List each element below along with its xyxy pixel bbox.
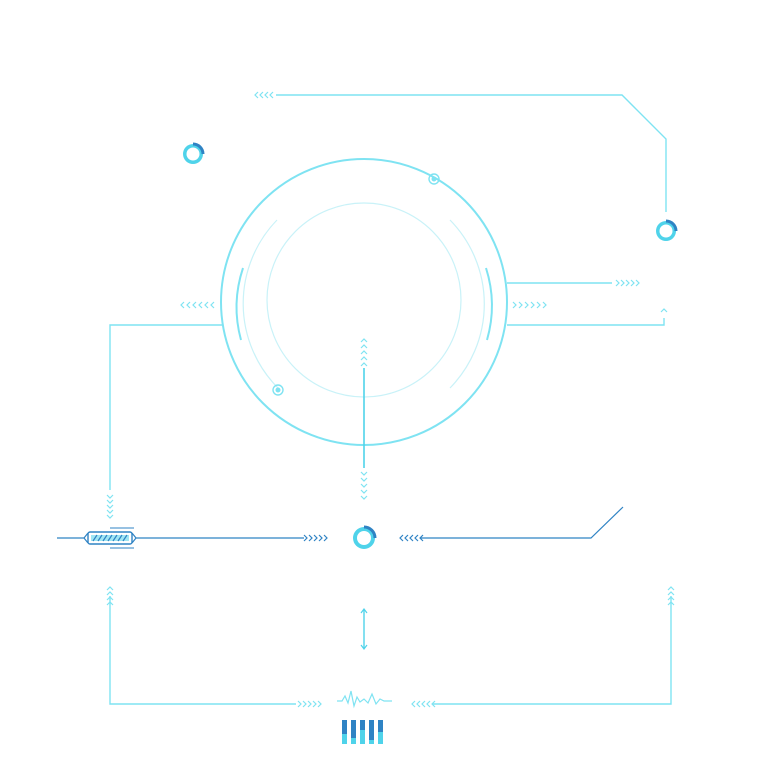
chevron-arrows-icon: [106, 494, 114, 519]
chevron-arrows-icon: [512, 301, 547, 309]
lower-double-arrow: [360, 608, 368, 650]
chevron-arrows-icon: [667, 586, 675, 606]
chevron-arrows-icon: [411, 700, 436, 708]
ring-node-icon: [353, 525, 377, 549]
gauge-bracket-right: [485, 267, 493, 341]
gauge-inner-disc: [266, 202, 462, 398]
left-branch-line: [106, 301, 222, 519]
bar-meter-icon: [342, 720, 383, 744]
chevron-arrows-icon: [106, 586, 114, 606]
center-stem: [360, 338, 368, 500]
chevron-arrows-icon: [297, 700, 322, 708]
chevron-arrows-icon: [399, 534, 424, 542]
chevron-arrows-icon: [615, 279, 640, 287]
ring-node-icon: [656, 219, 678, 241]
battery-connector-icon: [83, 527, 137, 549]
chevron-arrows-icon: [180, 301, 215, 309]
left-bus-line: [57, 534, 328, 542]
waveform-icon: [337, 690, 392, 709]
gauge-dot-top: [428, 173, 440, 185]
gauge-middle-arc-left: [242, 219, 279, 389]
gauge-dot-bottom: [272, 384, 284, 396]
chevron-arrows-icon: [660, 308, 668, 313]
chevron-arrows-icon: [360, 471, 368, 500]
top-loop-line: [254, 91, 667, 212]
chevron-arrows-icon: [254, 91, 274, 99]
right-return-line: [507, 279, 640, 287]
chevron-arrows-icon: [360, 338, 368, 367]
right-branch-line: [507, 301, 668, 326]
ring-node-icon: [183, 142, 205, 164]
chevron-arrows-icon: [303, 534, 328, 542]
right-bus-line: [399, 506, 624, 542]
bottom-loop-line: [106, 586, 675, 708]
gauge-bracket-left: [235, 267, 244, 341]
gauge-middle-arc-right: [449, 219, 485, 389]
